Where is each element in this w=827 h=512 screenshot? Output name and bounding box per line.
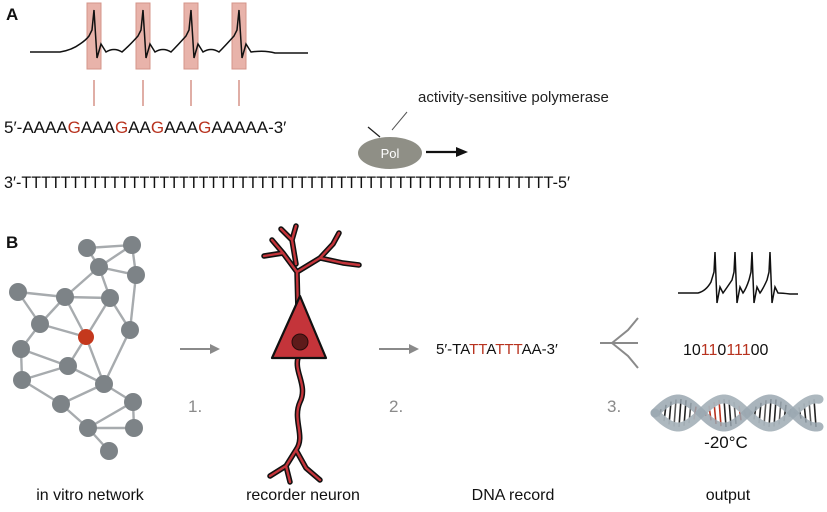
neuron-nucleus [291,333,309,351]
primer-segment-2: AAA [81,118,116,137]
polymerase-short-label: Pol [381,146,400,161]
primer-segment-1: G [68,118,81,137]
storage-temperature: -20°C [704,433,748,452]
network-node-7 [31,315,49,333]
network-edges [17,243,138,452]
output-spike-trace [678,251,798,304]
primer-segment-3: G [115,118,128,137]
record-segment-1: TT [469,341,487,358]
helix-rung-31 [813,399,817,427]
network-node-12 [13,371,31,389]
recorder-neuron [261,223,362,485]
spike-box-3 [183,2,199,70]
neuron-soma [270,294,328,360]
binary-segment-4: 00 [751,342,769,359]
network-node-1 [123,236,141,254]
spike-box-4 [231,2,247,70]
network-node-0 [78,239,96,257]
primer-segment-6: AAA [164,118,199,137]
network-node-4 [127,266,145,284]
network-node-13 [95,375,113,393]
polymerase-label: activity-sensitive polymerase [418,89,609,106]
dna-helix-icon [650,394,824,432]
step-number-1: 1. [188,397,202,416]
record-suffix: -3′ [542,341,558,358]
record-prefix: 5′- [436,341,452,358]
primer-to-pol-connector [367,126,381,138]
step-number-2: 2. [389,397,403,416]
primer-sequence: 5′-AAAAGAAAGAAGAAAGAAAAA-3′ [4,118,286,137]
helix-rung-22 [768,398,772,428]
network-node-15 [124,393,142,411]
caption-network: in vitro network [36,487,145,504]
spike-trace [30,9,308,59]
fork-arrow-down [611,342,639,369]
panel-b-label: B [6,233,18,252]
network-node-recorder [78,329,94,345]
fork-arrow-up [611,317,639,344]
panel-a-label: A [6,5,18,24]
network-node-17 [100,442,118,460]
record-segment-2: A [486,341,496,358]
primer-segment-7: G [198,118,211,137]
caption-neuron: recorder neuron [246,487,360,504]
network-node-11 [59,357,77,375]
record-segment-3: TTT [495,341,522,358]
binary-output: 1011011100 [683,342,769,359]
caption-output: output [706,487,751,504]
helix-rung-13 [723,398,727,428]
primer-suffix: -3′ [268,118,286,137]
primer-segment-4: AA [128,118,151,137]
network-edge-31 [102,329,132,385]
record-segment-0: TA [452,341,470,358]
spike-to-base-ticks [93,80,240,106]
binary-segment-3: 111 [726,342,750,359]
record-segment-4: AA [522,341,542,358]
helix-strand-back [650,394,824,432]
spike-box-1 [86,2,102,70]
primer-segment-0: AAAA [22,118,68,137]
network-node-16 [79,419,97,437]
polymerase-direction-arrowhead [456,147,468,157]
spike-box-2 [135,2,151,70]
step-arrows [180,317,639,369]
network-nodes [9,236,145,460]
binary-segment-1: 11 [701,342,718,359]
polymerase-label-pointer [391,111,408,131]
step-number-3: 3. [607,397,621,416]
primer-segment-5: G [151,118,164,137]
network-node-5 [56,288,74,306]
network-node-10 [12,340,30,358]
spike-highlight-boxes [86,2,247,70]
dna-record-sequence: 5′-TATTATTTAA-3′ [436,341,558,358]
primer-segment-8: AAAAA [211,118,268,137]
binary-segment-2: 0 [717,342,726,359]
caption-record: DNA record [472,487,555,504]
network-node-2 [9,283,27,301]
network-edge-14 [128,274,138,331]
binary-segment-0: 10 [683,342,701,359]
step-arrow-2-head [409,344,419,354]
polymerase-ellipse [358,137,422,169]
network-node-14 [52,395,70,413]
network-node-6 [101,289,119,307]
network-node-18 [125,419,143,437]
network-node-3 [90,258,108,276]
template-sequence: 3′-TTTTTTTTTTTTTTTTTTTTTTTTTTTTTTTTTTTTT… [4,173,570,192]
step-arrow-1-head [210,344,220,354]
primer-prefix: 5′- [4,118,22,137]
network-node-9 [121,321,139,339]
